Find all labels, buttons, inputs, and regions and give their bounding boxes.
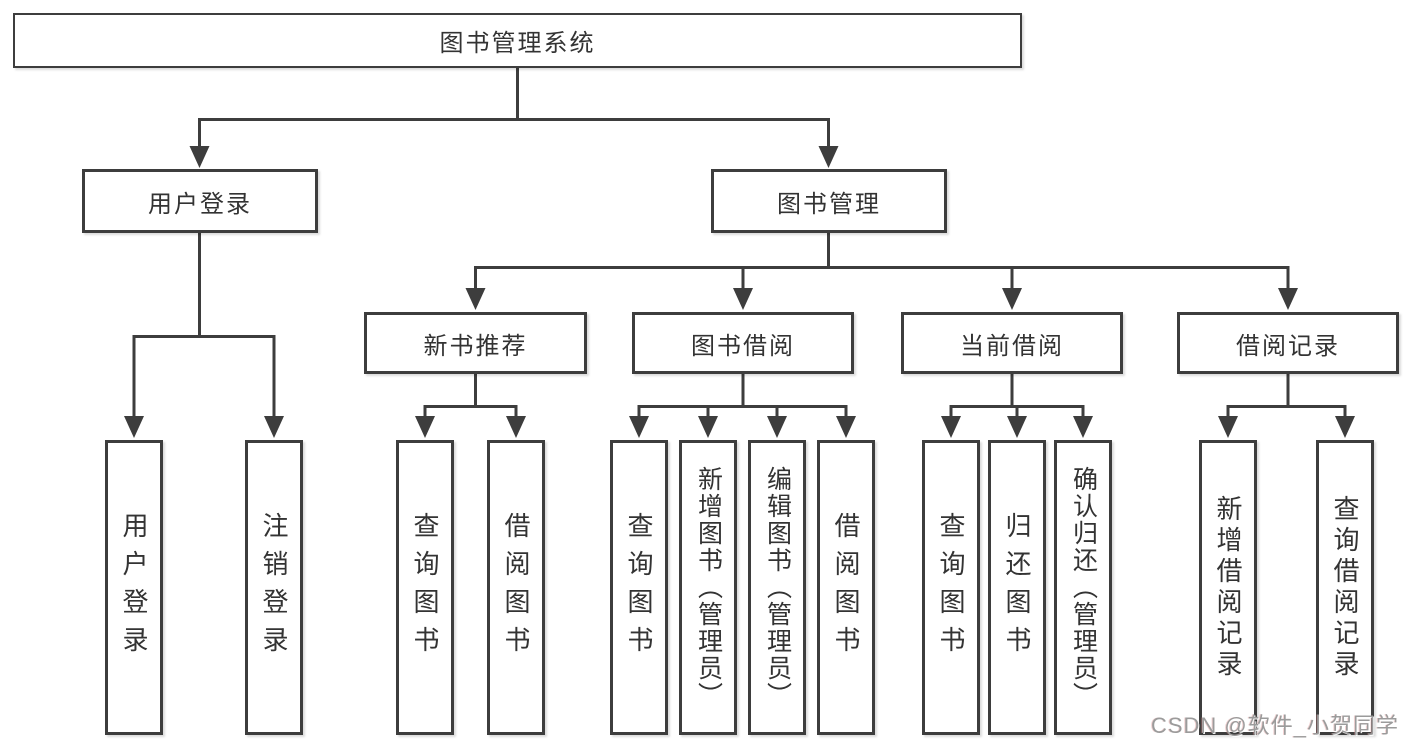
leaf-user-login-label: 用户登录 <box>119 511 149 664</box>
node-current-borrowing: 当前借阅 <box>901 312 1123 374</box>
leaf-add-books-admin: 新增图书（管理员） <box>679 440 737 735</box>
leaf-borrow-books-borrowing: 借阅图书 <box>817 440 875 735</box>
leaf-add-borrow-record: 新增借阅记录 <box>1199 440 1257 735</box>
leaf-return-books-label: 归还图书 <box>1002 511 1032 664</box>
leaf-add-borrow-record-label: 新增借阅记录 <box>1213 494 1243 681</box>
leaf-query-books-recommend: 查询图书 <box>396 440 454 735</box>
leaf-query-books-borrowing: 查询图书 <box>610 440 668 735</box>
leaf-query-books-recommend-label: 查询图书 <box>410 511 440 664</box>
node-new-book-recommend-label: 新书推荐 <box>423 332 528 360</box>
leaf-return-books: 归还图书 <box>988 440 1046 735</box>
leaf-add-books-admin-label: 新增图书（管理员） <box>694 466 723 709</box>
node-book-borrowing: 图书借阅 <box>632 312 854 374</box>
csdn-watermark: CSDN @软件_小贺同学 <box>1150 713 1399 738</box>
leaf-user-login: 用户登录 <box>105 440 163 735</box>
leaf-confirm-return-admin-label: 确认归还（管理员） <box>1069 466 1098 709</box>
node-borrowing-records: 借阅记录 <box>1177 312 1399 374</box>
leaf-edit-books-admin-label: 编辑图书（管理员） <box>763 466 792 709</box>
leaf-query-books-borrowing-label: 查询图书 <box>624 511 654 664</box>
leaf-query-books-current: 查询图书 <box>922 440 980 735</box>
leaf-logout-login: 注销登录 <box>245 440 303 735</box>
node-user-login: 用户登录 <box>82 169 318 233</box>
node-book-management-label: 图书管理 <box>777 190 881 218</box>
leaf-logout-login-label: 注销登录 <box>259 511 289 664</box>
node-book-management: 图书管理 <box>711 169 947 233</box>
node-new-book-recommend: 新书推荐 <box>364 312 587 374</box>
leaf-borrow-books-borrowing-label: 借阅图书 <box>831 511 861 664</box>
node-root: 图书管理系统 <box>13 13 1022 68</box>
leaf-query-books-current-label: 查询图书 <box>936 511 966 664</box>
node-root-label: 图书管理系统 <box>439 30 596 57</box>
leaf-query-borrow-record-label: 查询借阅记录 <box>1330 494 1360 681</box>
leaf-edit-books-admin: 编辑图书（管理员） <box>748 440 806 735</box>
leaf-borrow-books-recommend-label: 借阅图书 <box>501 511 531 664</box>
node-current-borrowing-label: 当前借阅 <box>960 332 1064 360</box>
leaf-confirm-return-admin: 确认归还（管理员） <box>1054 440 1112 735</box>
leaf-borrow-books-recommend: 借阅图书 <box>487 440 545 735</box>
leaf-query-borrow-record: 查询借阅记录 <box>1316 440 1374 735</box>
node-book-borrowing-label: 图书借阅 <box>691 332 795 360</box>
node-borrowing-records-label: 借阅记录 <box>1236 332 1340 360</box>
node-user-login-label: 用户登录 <box>148 190 252 218</box>
